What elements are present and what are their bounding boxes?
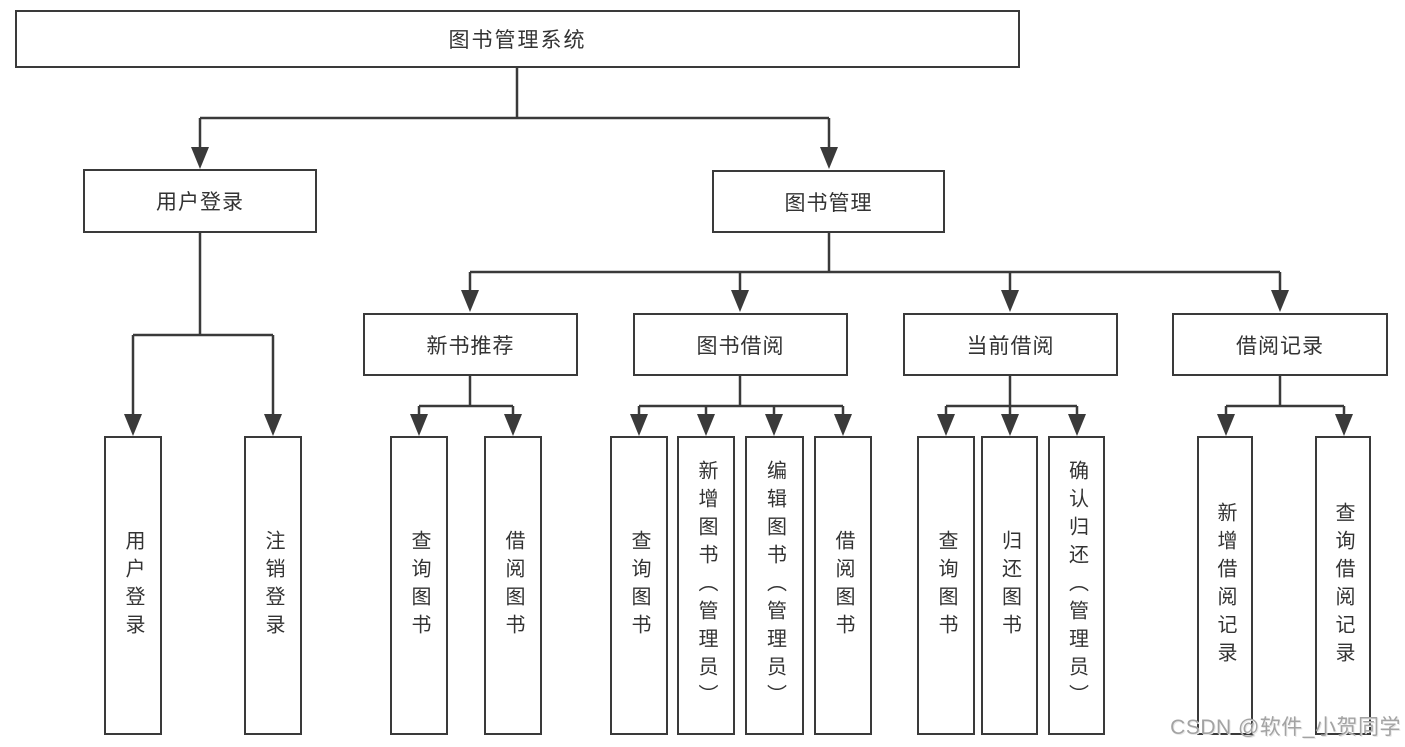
- node-label: 新书推荐: [426, 334, 515, 358]
- leaf-add-borrow-record: 新增借阅记录: [1197, 436, 1253, 735]
- node-label: 查询图书: [408, 529, 430, 642]
- node-label: 借阅图书: [832, 529, 854, 642]
- node-current-borrow: 当前借阅: [903, 313, 1118, 376]
- node-label: 新增图书（管理员）: [695, 459, 717, 712]
- leaf-logout: 注销登录: [244, 436, 302, 735]
- node-label: 图书管理系统: [448, 29, 587, 52]
- node-label: 查询图书: [628, 529, 650, 642]
- leaf-borrow-book-2: 借阅图书: [814, 436, 872, 735]
- leaf-user-login: 用户登录: [104, 436, 162, 735]
- node-user-login: 用户登录: [83, 169, 317, 233]
- leaf-query-borrow-record: 查询借阅记录: [1315, 436, 1371, 735]
- node-label: 借阅图书: [502, 529, 524, 642]
- node-label: 用户登录: [156, 191, 244, 214]
- leaf-query-book-2: 查询图书: [610, 436, 668, 735]
- node-label: 查询图书: [935, 529, 957, 642]
- leaf-borrow-book-1: 借阅图书: [484, 436, 542, 735]
- leaf-confirm-return-admin: 确认归还（管理员）: [1048, 436, 1105, 735]
- node-label: 用户登录: [122, 529, 144, 642]
- node-label: 图书借阅: [696, 334, 785, 358]
- node-root: 图书管理系统: [15, 10, 1020, 68]
- node-label: 注销登录: [262, 529, 284, 642]
- leaf-add-book-admin: 新增图书（管理员）: [677, 436, 735, 735]
- node-label: 借阅记录: [1236, 334, 1324, 358]
- node-book-borrow: 图书借阅: [633, 313, 848, 376]
- node-new-book-recommend: 新书推荐: [363, 313, 578, 376]
- node-label: 新增借阅记录: [1214, 501, 1236, 670]
- leaf-return-book: 归还图书: [981, 436, 1038, 735]
- csdn-watermark: CSDN @软件_小贺同学: [1170, 716, 1401, 739]
- leaf-edit-book-admin: 编辑图书（管理员）: [745, 436, 804, 735]
- node-label: 编辑图书（管理员）: [763, 459, 786, 712]
- node-label: 查询借阅记录: [1332, 501, 1354, 670]
- node-book-management: 图书管理: [712, 170, 945, 233]
- node-label: 当前借阅: [966, 334, 1055, 358]
- node-label: 确认归还（管理员）: [1065, 459, 1088, 712]
- leaf-query-book-3: 查询图书: [917, 436, 975, 735]
- node-label: 归还图书: [998, 529, 1021, 642]
- node-borrow-records: 借阅记录: [1172, 313, 1388, 376]
- node-label: 图书管理: [784, 191, 873, 215]
- leaf-query-book-1: 查询图书: [390, 436, 448, 735]
